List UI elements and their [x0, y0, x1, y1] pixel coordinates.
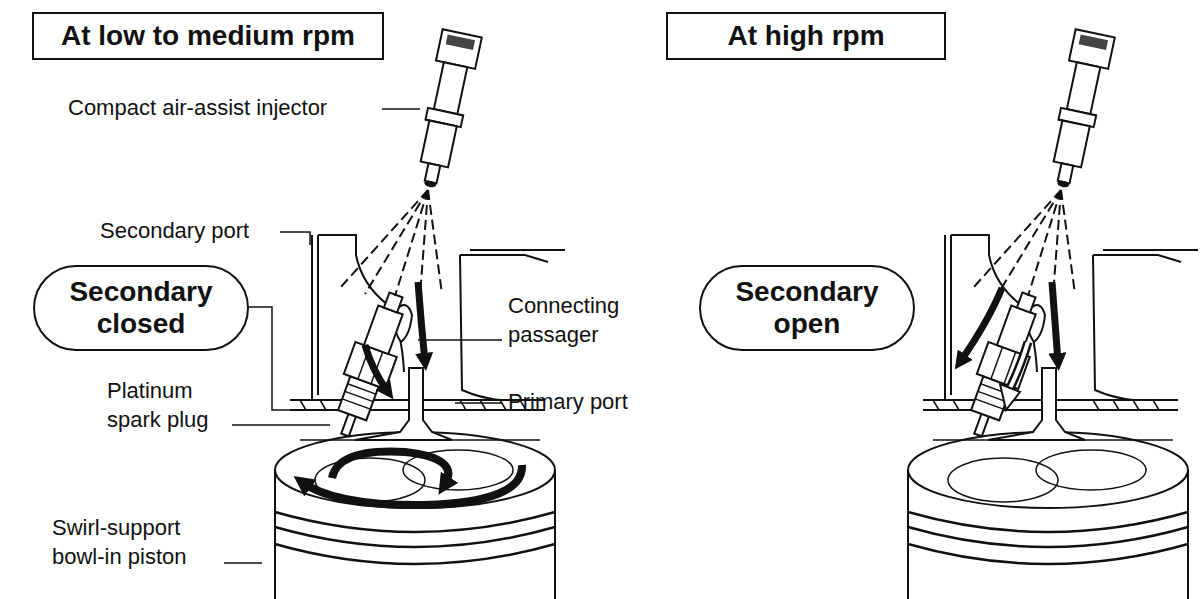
node-text: Secondary closed [56, 276, 226, 340]
header-box: At low to medium rpm [32, 12, 384, 60]
flow-arrows-right [960, 282, 1058, 410]
engine-cutaway-right [908, 29, 1198, 599]
illustration-shape [249, 307, 300, 410]
illustration-shape [224, 562, 262, 564]
illustration-shape [1052, 282, 1058, 362]
illustration-shape [1000, 384, 1020, 410]
illustration-shape [418, 339, 502, 341]
illustration-shape [232, 424, 330, 426]
part-label: Platinum spark plug [107, 377, 237, 434]
illustration-shape [1010, 342, 1028, 388]
flow-arrows-left [302, 282, 522, 505]
illustration-shape [280, 232, 310, 245]
node-text: At high rpm [727, 21, 884, 52]
node-text: Secondary open [722, 276, 892, 340]
part-label: Swirl-support bowl-in piston [52, 514, 227, 571]
illustration-shape [302, 465, 522, 505]
illustration-shape [455, 402, 502, 404]
illustration-shape [1010, 342, 1028, 388]
illustration-shape [382, 108, 420, 110]
part-label: Secondary port [100, 217, 280, 246]
node-text: At low to medium rpm [61, 21, 355, 52]
part-label: Connecting passager [508, 292, 658, 349]
part-label: Primary port [508, 388, 668, 417]
state-pill: Secondary closed [33, 265, 249, 351]
part-label: Compact air-assist injector [68, 94, 388, 123]
illustration-shape [365, 345, 388, 392]
illustration-shape [332, 452, 448, 486]
leader-lines [224, 109, 502, 563]
illustration-shape [960, 288, 1002, 362]
header-box: At high rpm [666, 12, 946, 60]
state-pill: Secondary open [699, 265, 915, 351]
illustration-shape [418, 282, 425, 362]
